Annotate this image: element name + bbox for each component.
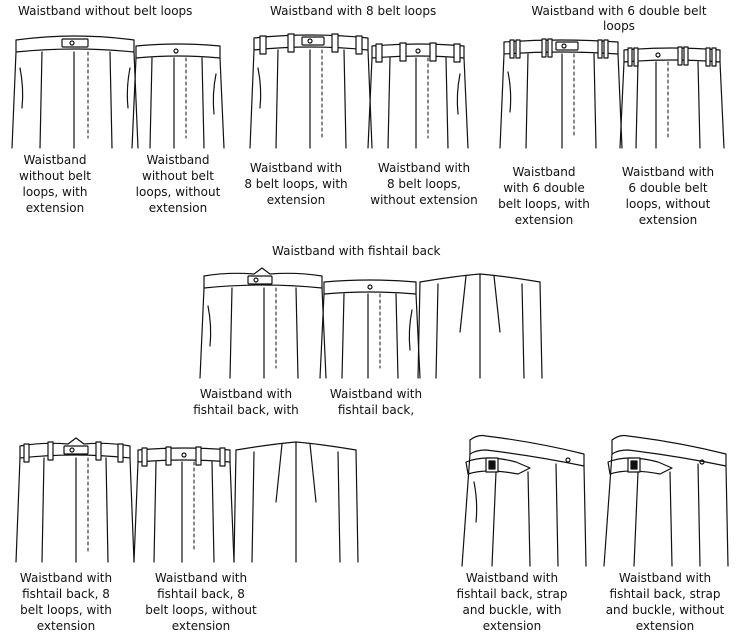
caption-fishtail-without-extension: Waistband with fishtail back, — [329, 387, 423, 417]
trouser-fishtail-back-view — [417, 273, 543, 379]
trouser-fishtail-with-extension — [199, 267, 327, 379]
caption-no-loops-with-extension: Waistband without belt loops, with exten… — [19, 153, 91, 215]
section-title-fishtail: Waistband with fishtail back — [272, 244, 441, 258]
trouser-6-double-loops-without-extension — [619, 46, 725, 149]
caption-fishtail-8-loops-with-extension: Waistband with fishtail back, 8 belt loo… — [19, 571, 113, 633]
caption-fishtail-8-loops-without-extension: Waistband with fishtail back, 8 belt loo… — [145, 571, 257, 633]
section-title-no-loops: Waistband without belt loops — [18, 4, 193, 18]
caption-8-loops-with-extension: Waistband with 8 belt loops, with extens… — [244, 161, 348, 207]
trouser-strap-buckle-with-extension — [461, 434, 587, 567]
section-title-6-double-loops: Waistband with 6 double belt loops — [531, 4, 707, 33]
trouser-fishtail-8-loops-without-extension — [133, 446, 235, 563]
trouser-strap-buckle-without-extension — [603, 434, 729, 567]
caption-strap-buckle-without-extension: Waistband with fishtail back, strap and … — [605, 571, 725, 633]
caption-6-double-loops-with-extension: Waistband with 6 double belt loops, with… — [498, 165, 590, 227]
section-title-8-loops: Waistband with 8 belt loops — [270, 4, 437, 18]
caption-6-double-loops-without-extension: Waistband with 6 double belt loops, with… — [621, 165, 715, 227]
trouser-fishtail-8-loops-back-view — [233, 441, 359, 563]
trouser-no-loops-with-extension — [11, 35, 139, 149]
trouser-fishtail-8-loops-with-extension — [15, 437, 135, 563]
caption-strap-buckle-with-extension: Waistband with fishtail back, strap and … — [456, 571, 568, 633]
caption-fishtail-with-extension: Waistband with fishtail back, with — [193, 387, 299, 417]
caption-no-loops-without-extension: Waistband without belt loops, without ex… — [135, 153, 221, 215]
trouser-8-loops-without-extension — [367, 42, 469, 149]
trouser-8-loops-with-extension — [249, 33, 373, 149]
trouser-fishtail-without-extension — [319, 279, 421, 379]
caption-8-loops-without-extension: Waistband with 8 belt loops, without ext… — [370, 161, 478, 207]
trouser-6-double-loops-with-extension — [499, 38, 623, 149]
trouser-no-loops-without-extension — [131, 43, 225, 149]
